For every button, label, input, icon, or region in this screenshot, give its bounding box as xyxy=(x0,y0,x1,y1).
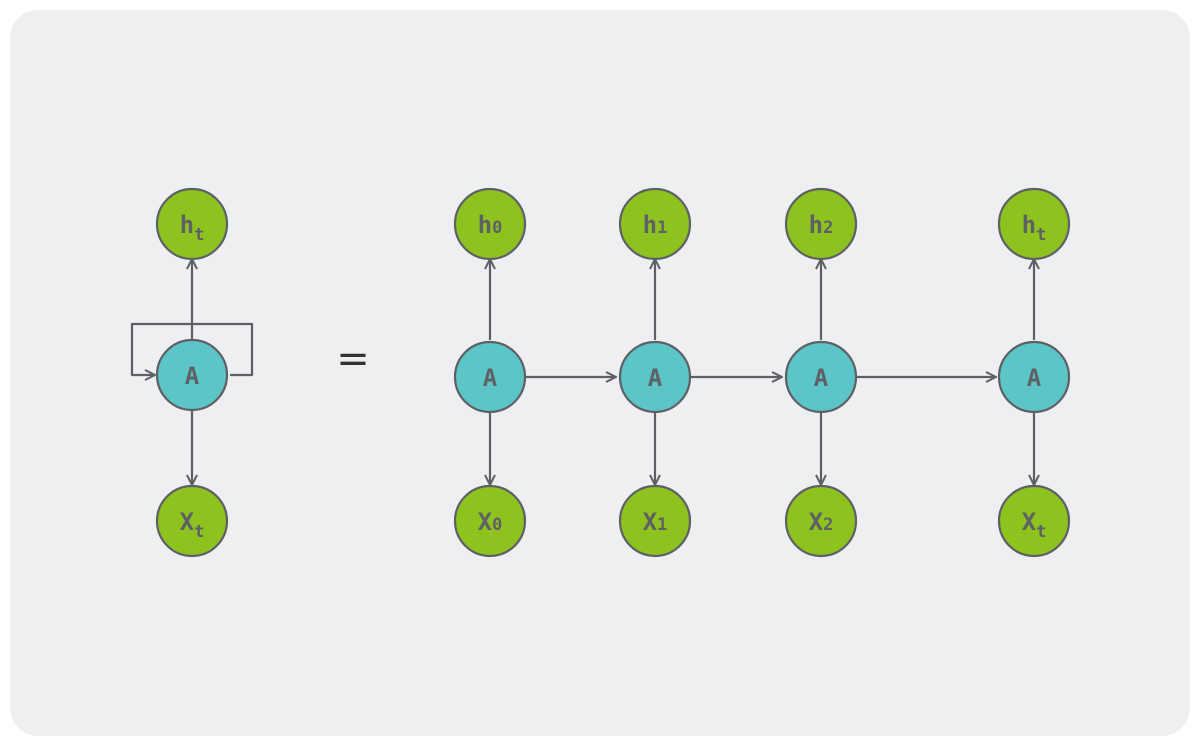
node-label-sub: t xyxy=(194,522,204,542)
node-label-sub: 2 xyxy=(823,515,833,535)
svg-text:ht: ht xyxy=(180,211,205,245)
output-node: ht xyxy=(997,187,1071,261)
node-label-main: X xyxy=(643,508,658,536)
svg-text:h2: h2 xyxy=(809,211,834,239)
node-label-main: X xyxy=(478,508,493,536)
input-node: X2 xyxy=(784,484,858,558)
folded-input-node: Xt xyxy=(155,484,229,558)
node-label-sub: 1 xyxy=(657,515,667,535)
svg-text:ht: ht xyxy=(1022,211,1047,245)
input-node: Xt xyxy=(997,484,1071,558)
node-label-sub: 2 xyxy=(823,218,833,238)
cell-node: A xyxy=(618,340,692,414)
node-label-sub: 0 xyxy=(492,515,502,535)
cell-node: A xyxy=(453,340,527,414)
svg-text:X0: X0 xyxy=(478,508,503,536)
node-label-main: h xyxy=(478,211,492,239)
node-label-sub: t xyxy=(1036,522,1046,542)
node-label-main: X xyxy=(1022,508,1037,536)
output-node: h2 xyxy=(784,187,858,261)
node-label-main: X xyxy=(180,508,195,536)
input-node: X0 xyxy=(453,484,527,558)
node-label-main: A xyxy=(185,362,200,390)
cell-node: A xyxy=(784,340,858,414)
svg-text:Xt: Xt xyxy=(1022,508,1047,542)
svg-text:Xt: Xt xyxy=(180,508,205,542)
unrolled-step-0: h0 A X0 xyxy=(453,187,527,558)
output-node: h0 xyxy=(453,187,527,261)
node-label-main: h xyxy=(809,211,823,239)
svg-text:X1: X1 xyxy=(643,508,668,536)
unrolled-step-1: h1 A X1 xyxy=(618,187,692,558)
node-label-sub: t xyxy=(194,225,204,245)
node-label-main: X xyxy=(809,508,824,536)
svg-text:h0: h0 xyxy=(478,211,503,239)
unrolled-step-2: h2 A X2 xyxy=(784,187,858,558)
folded-cell-node: A xyxy=(155,338,229,412)
node-label-sub: 1 xyxy=(657,218,667,238)
svg-text:h1: h1 xyxy=(643,211,668,239)
node-label-main: h xyxy=(1022,211,1036,239)
equals-sign: = xyxy=(336,336,370,382)
svg-text:X2: X2 xyxy=(809,508,834,536)
node-label-sub: 0 xyxy=(492,218,502,238)
cell-node: A xyxy=(997,340,1071,414)
node-label-main: h xyxy=(180,211,194,239)
node-label-main: A xyxy=(483,364,498,392)
node-label-sub: t xyxy=(1036,225,1046,245)
output-node: h1 xyxy=(618,187,692,261)
folded-output-node: ht xyxy=(155,187,229,261)
node-label-main: A xyxy=(1027,364,1042,392)
unrolled-rnn: h0 A X0 h1 xyxy=(453,187,1071,558)
node-label-main: A xyxy=(814,364,829,392)
input-node: X1 xyxy=(618,484,692,558)
node-label-main: A xyxy=(648,364,663,392)
folded-rnn: ht A Xt xyxy=(130,187,254,558)
unrolled-step-t: ht A Xt xyxy=(997,187,1071,558)
node-label-main: h xyxy=(643,211,657,239)
